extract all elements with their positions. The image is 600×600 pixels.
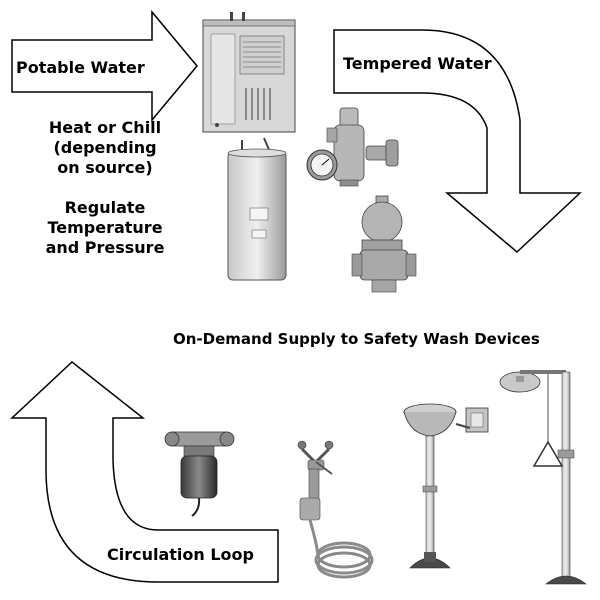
circulation-pump (164, 431, 235, 517)
regulate-line-2: Temperature (47, 218, 163, 237)
potable-water-arrow (11, 9, 198, 123)
heat-or-chill-line-3: on source) (57, 158, 153, 177)
tempered-water-arrow (333, 29, 582, 254)
potable-water-label: Potable Water (16, 58, 145, 77)
regulate-line-3: and Pressure (45, 238, 165, 257)
heat-or-chill-label: Heat or Chill (depending on source) (26, 118, 184, 178)
safety-shower (499, 370, 587, 585)
regulate-label: Regulate Temperature and Pressure (26, 198, 184, 258)
tempered-water-label: Tempered Water (343, 54, 492, 73)
circulation-loop-label: Circulation Loop (107, 545, 254, 564)
regulate-line-1: Regulate (64, 198, 146, 217)
eyewash-station (403, 403, 489, 569)
mixing-valve (306, 107, 399, 187)
drench-hose (297, 440, 374, 579)
pressure-regulator (351, 195, 417, 293)
heater-cabinet (202, 12, 296, 133)
circulation-loop-arrow (10, 361, 279, 583)
heat-or-chill-line-1: Heat or Chill (48, 118, 162, 137)
on-demand-supply-label: On-Demand Supply to Safety Wash Devices (173, 330, 540, 348)
water-heater-tank (227, 137, 287, 281)
heat-or-chill-line-2: (depending (53, 138, 157, 157)
